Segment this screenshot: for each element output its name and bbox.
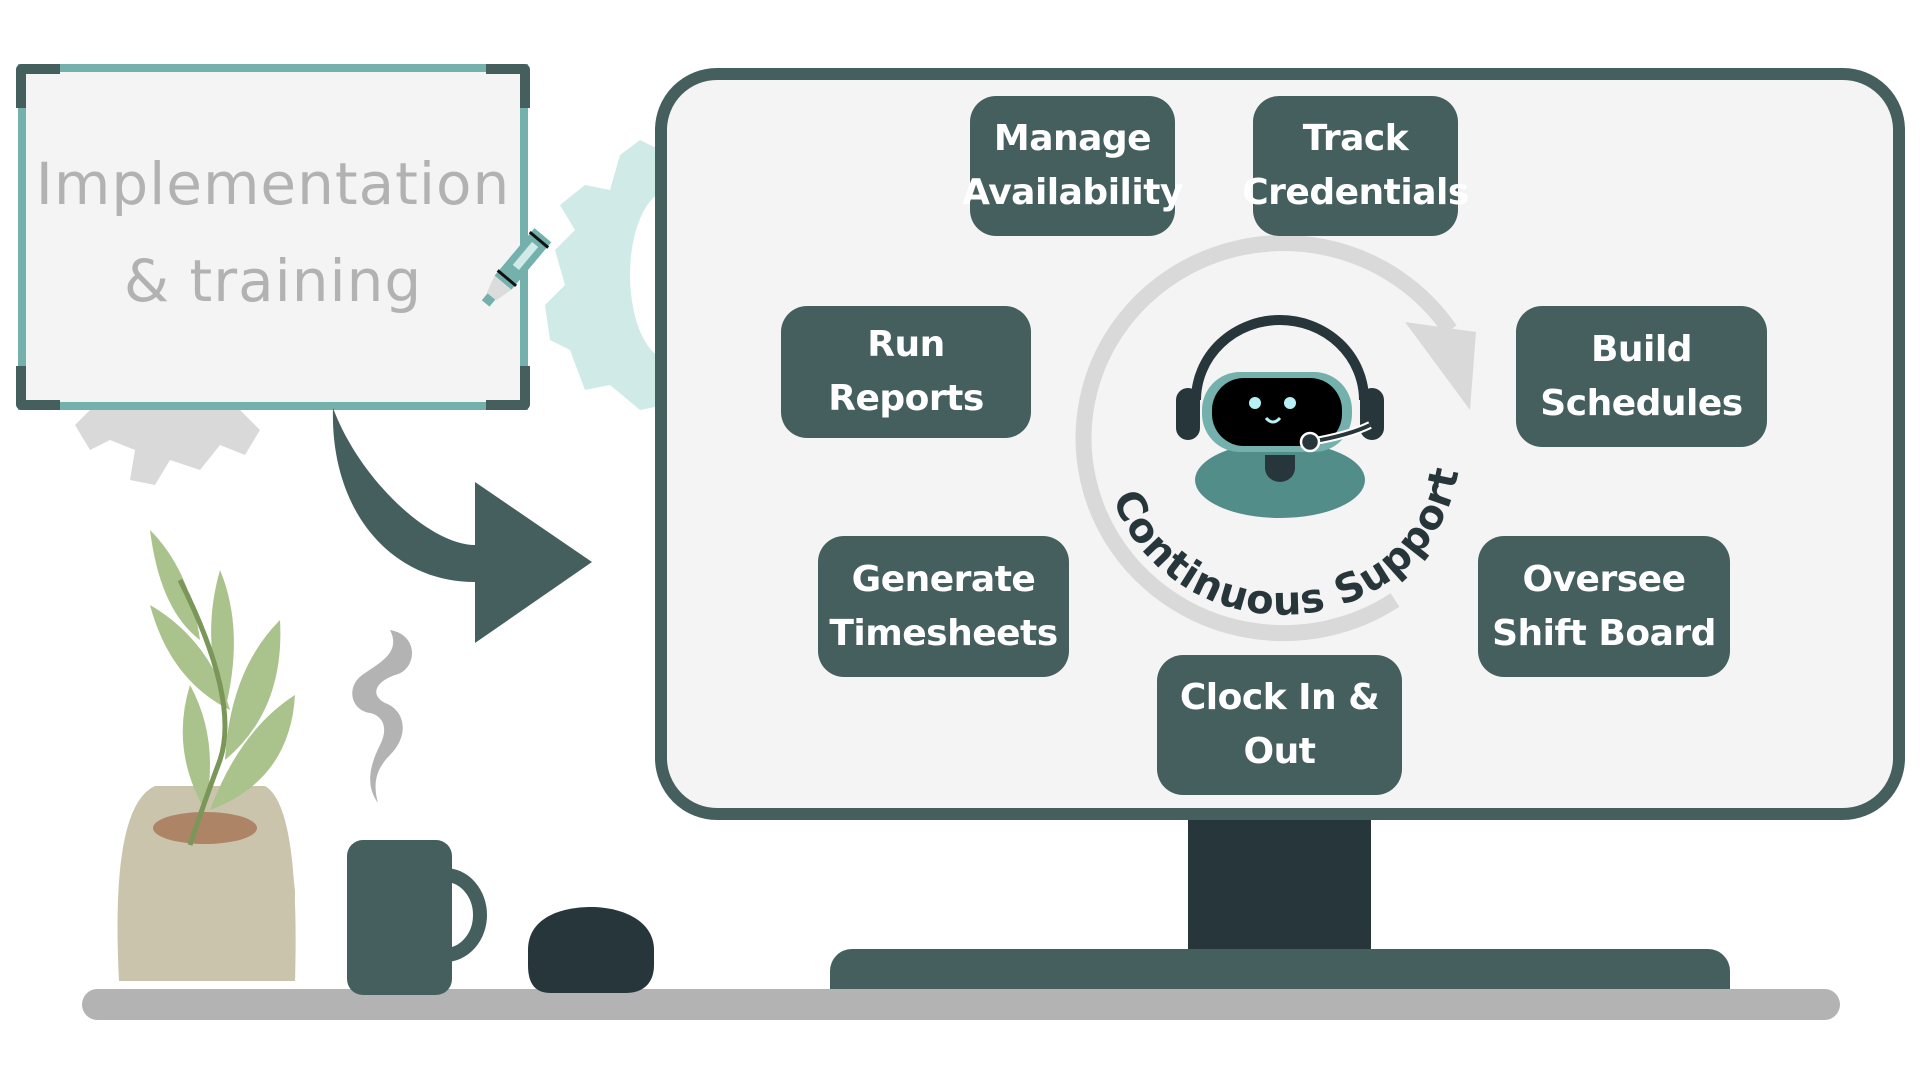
whiteboard-corner bbox=[486, 366, 530, 410]
monitor-stand-base bbox=[830, 949, 1730, 991]
feature-label: Build Schedules bbox=[1540, 328, 1743, 424]
mouse-icon bbox=[528, 907, 654, 993]
steam-icon bbox=[352, 630, 413, 803]
monitor-stand-neck bbox=[1188, 820, 1371, 950]
whiteboard: Implementation & training bbox=[16, 64, 530, 410]
feature-label: Generate Timesheets bbox=[829, 558, 1058, 654]
whiteboard-corner bbox=[16, 366, 60, 410]
whiteboard-corner bbox=[486, 64, 530, 108]
support-robot-icon bbox=[1176, 315, 1384, 518]
flow-arrow-icon bbox=[332, 408, 592, 643]
coffee-mug-icon bbox=[347, 840, 487, 995]
feature-manage-availability[interactable]: Manage Availability bbox=[962, 96, 1183, 236]
feature-label: Run Reports bbox=[828, 324, 984, 419]
feature-build-schedules[interactable]: Build Schedules bbox=[1516, 306, 1767, 447]
feature-clock-in-out[interactable]: Clock In & Out bbox=[1157, 655, 1402, 795]
feature-track-credentials[interactable]: Track Credentials bbox=[1242, 96, 1469, 236]
cycle-arrow-icon bbox=[1075, 235, 1476, 642]
feature-oversee-shift-board[interactable]: Oversee Shift Board bbox=[1478, 536, 1730, 677]
svg-text:Continuous Support: Continuous Support bbox=[1103, 463, 1468, 625]
whiteboard-corner bbox=[16, 64, 60, 108]
feature-label: Clock In & Out bbox=[1179, 677, 1380, 772]
feature-label: Track Credentials bbox=[1242, 118, 1469, 213]
marker-icon bbox=[481, 228, 552, 307]
whiteboard-title-line1: Implementation bbox=[35, 150, 511, 218]
feature-label: Oversee Shift Board bbox=[1492, 558, 1716, 654]
whiteboard-title-line2: & training bbox=[123, 247, 423, 315]
feature-generate-timesheets[interactable]: Generate Timesheets bbox=[818, 536, 1069, 677]
feature-label: Manage Availability bbox=[962, 118, 1183, 213]
feature-run-reports[interactable]: Run Reports bbox=[781, 306, 1031, 438]
continuous-support-label: Continuous Support bbox=[1103, 463, 1468, 625]
plant-icon bbox=[117, 530, 296, 981]
continuous-support-text: Continuous Support bbox=[1103, 463, 1467, 625]
